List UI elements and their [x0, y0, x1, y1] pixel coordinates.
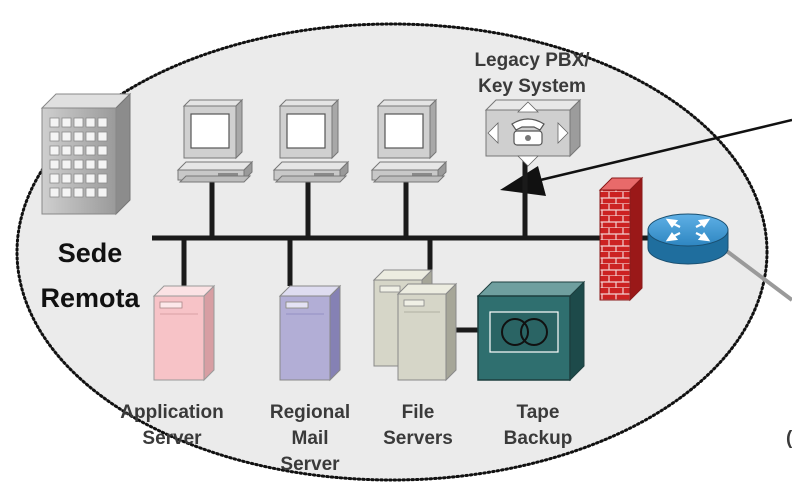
router-icon — [647, 213, 729, 265]
site-title-line1: Sede — [58, 238, 123, 268]
pbx-label-line1: Legacy PBX/ — [474, 50, 590, 71]
pc-icon — [370, 98, 448, 183]
wan-link — [718, 244, 792, 302]
app-server-label-line2: Server — [142, 428, 202, 449]
pbx-label-line2: Key System — [478, 76, 586, 97]
tape-backup-label-line2: Backup — [504, 428, 573, 449]
mail-server-label-line3: Server — [280, 454, 340, 475]
server-icon — [396, 282, 458, 382]
file-servers-label-line2: Servers — [383, 428, 453, 449]
pbx-icon — [484, 98, 582, 167]
server-icon — [278, 284, 342, 382]
pc-icon — [272, 98, 350, 183]
lan-backbone — [152, 158, 650, 333]
mail-server-label-line1: Regional — [270, 402, 350, 423]
app-server-label-line1: Application — [120, 402, 223, 423]
file-servers-label-line1: File — [402, 402, 435, 423]
mail-server-label-line2: Mail — [292, 428, 329, 449]
server-icon — [152, 284, 216, 382]
tape-backup-label-line1: Tape — [517, 402, 560, 423]
edge-text-fragment: ( — [786, 428, 792, 449]
site-title-line2: Remota — [40, 283, 140, 313]
pc-icon — [176, 98, 254, 183]
firewall-icon — [598, 176, 644, 302]
tape-icon — [476, 280, 586, 382]
building-icon — [40, 92, 132, 216]
